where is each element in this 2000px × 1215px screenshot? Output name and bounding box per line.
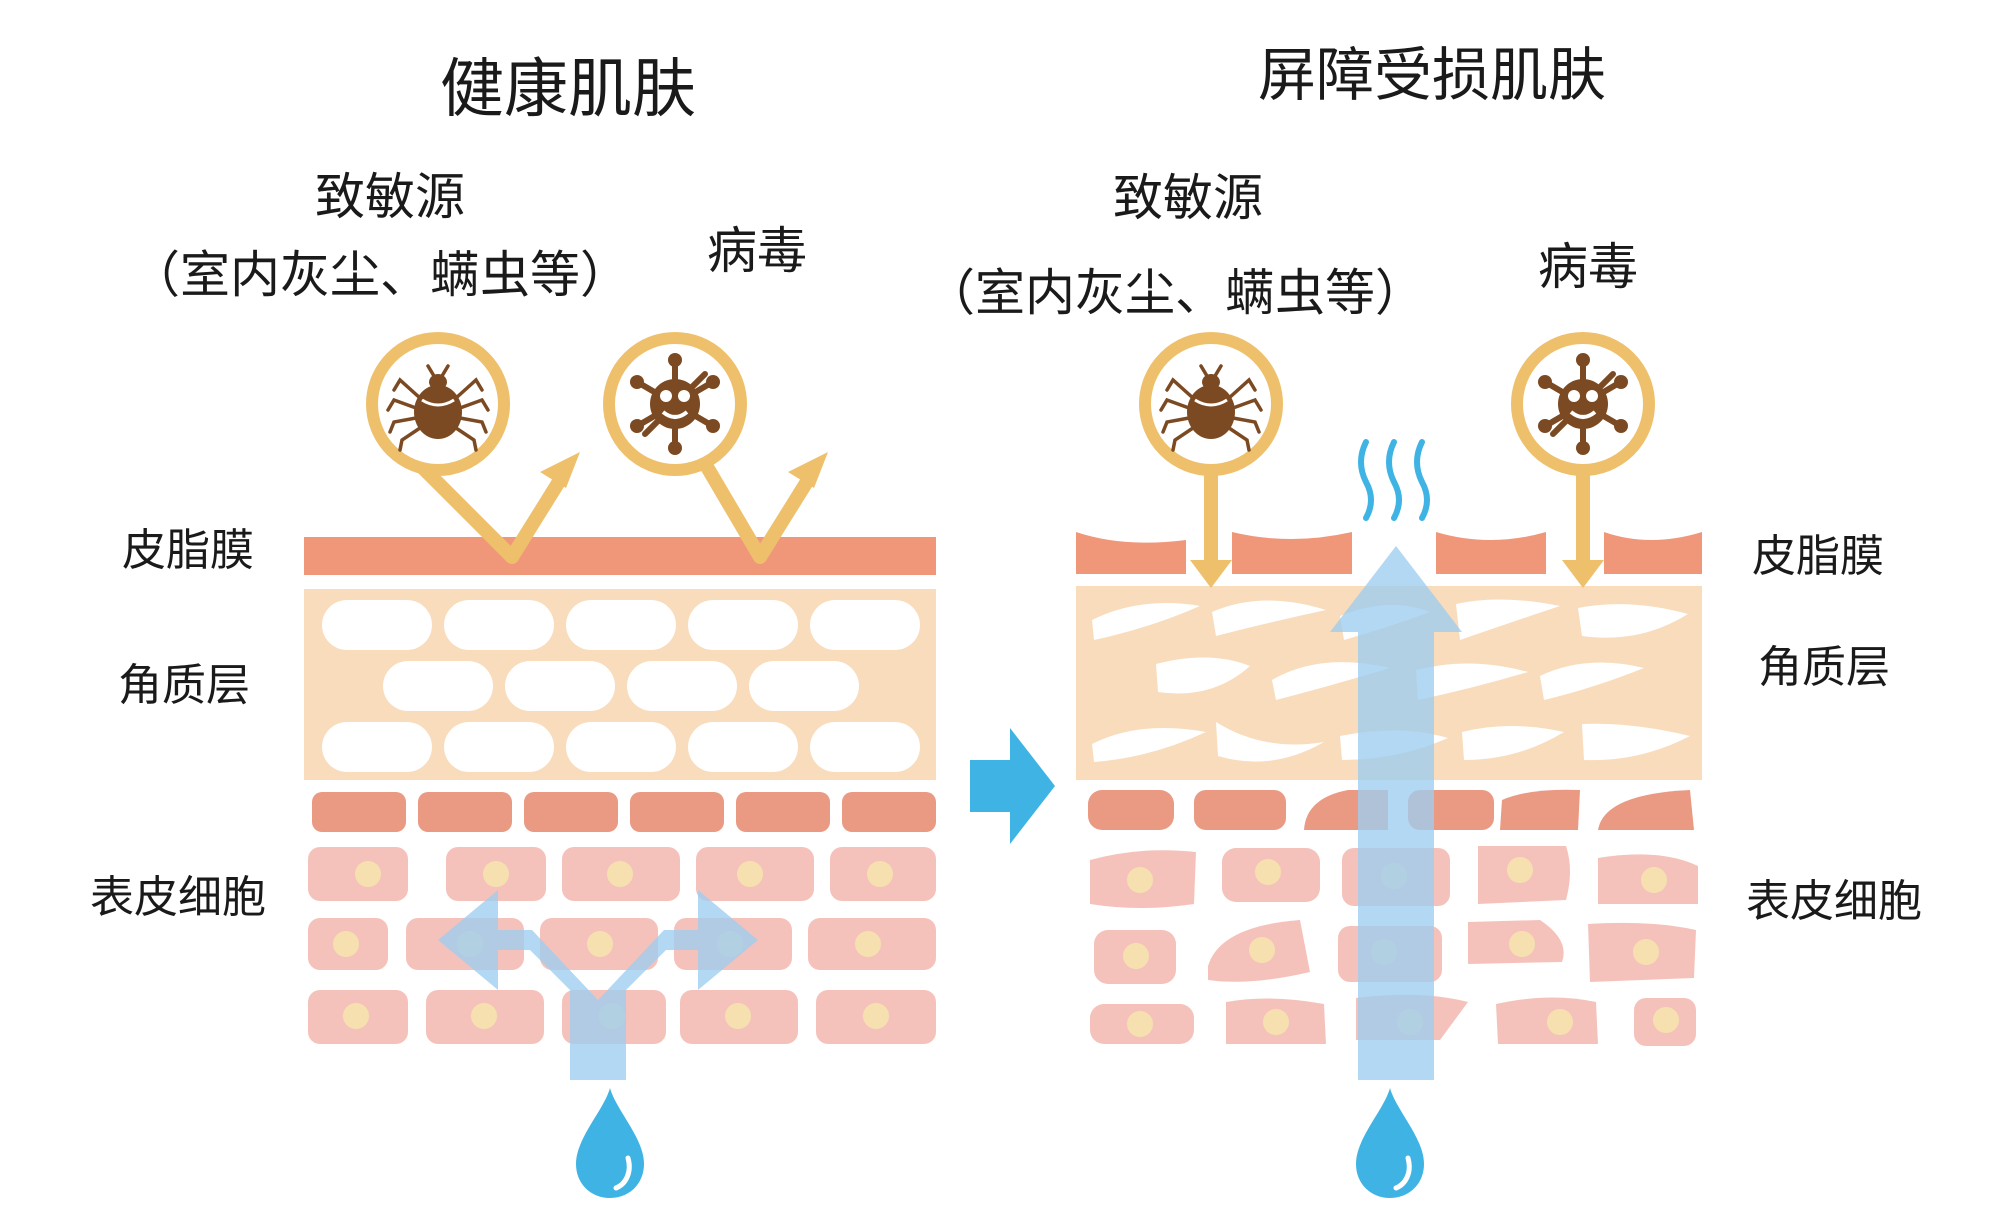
damaged-corneum-label: 角质层 bbox=[1758, 642, 1890, 693]
healthy-sebum-label: 皮脂膜 bbox=[122, 525, 254, 576]
damaged-virus-label: 病毒 bbox=[1538, 238, 1638, 296]
damaged-epidermis-label: 表皮细胞 bbox=[1746, 876, 1922, 927]
healthy-epidermis-label: 表皮细胞 bbox=[90, 872, 266, 923]
damaged-water-flow bbox=[1330, 546, 1462, 1080]
healthy-basal-cells bbox=[312, 792, 936, 832]
healthy-water-flow bbox=[438, 890, 758, 1080]
damaged-allergen-label: 致敏源 bbox=[1113, 169, 1263, 227]
damaged-skin-panel bbox=[1076, 332, 1702, 1198]
healthy-allergen-badge bbox=[366, 332, 580, 564]
healthy-allergen-label: 致敏源 bbox=[315, 168, 465, 226]
healthy-virus-label: 病毒 bbox=[707, 222, 807, 280]
damaged-allergen-examples: （室内灰尘、螨虫等） bbox=[925, 264, 1425, 322]
damaged-sebum-layer bbox=[1076, 532, 1702, 574]
water-vapor-icon bbox=[1358, 439, 1430, 521]
healthy-allergen-examples: （室内灰尘、螨虫等） bbox=[130, 246, 630, 304]
healthy-skin-panel bbox=[304, 332, 936, 1198]
damaged-basal-cells bbox=[1088, 789, 1694, 830]
damaged-sebum-label: 皮脂膜 bbox=[1752, 531, 1884, 582]
damaged-virus-badge bbox=[1511, 332, 1655, 588]
healthy-virus-badge bbox=[603, 332, 828, 564]
damaged-allergen-badge bbox=[1139, 332, 1283, 588]
healthy-corneum-layer bbox=[304, 589, 936, 780]
healthy-corneum-label: 角质层 bbox=[118, 660, 250, 711]
healthy-sebum-layer bbox=[304, 537, 936, 575]
damaged-title: 屏障受损肌肤 bbox=[1258, 41, 1607, 109]
healthy-title: 健康肌肤 bbox=[440, 53, 696, 127]
arrow-right-icon bbox=[970, 728, 1055, 844]
water-drop-icon bbox=[576, 1088, 644, 1198]
water-drop-icon bbox=[1356, 1088, 1424, 1198]
